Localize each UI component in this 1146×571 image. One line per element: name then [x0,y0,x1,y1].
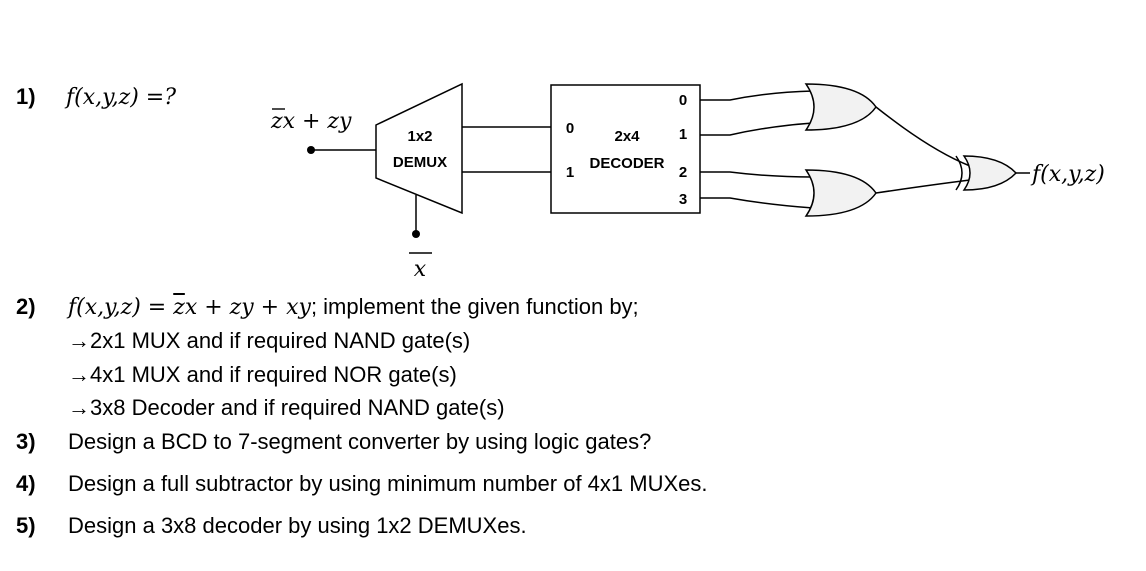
input-expression-label: zx + zy [270,109,352,134]
question-4-number: 4) [16,471,36,496]
question-2-formula-z: z [173,295,185,320]
input-expression-rest: x + zy [283,109,352,134]
decoder-out-2-wire [700,171,814,178]
question-5-number: 5) [16,513,36,538]
arrow-icon: → [68,328,90,353]
decoder-label-2: DECODER [589,155,664,172]
demux-label-1: 1x2 [407,128,432,145]
sub-item-3-text: 3x8 Decoder and if required NAND gate(s) [90,395,505,420]
input-expression-z: z [270,109,283,134]
output-label: f(x,y,z) [1030,162,1105,187]
xor-gate-back-curve [955,155,963,191]
select-label: x [414,257,427,282]
arrow-icon: → [68,395,90,420]
question-4-text: Design a full subtractor by using minimu… [68,471,708,496]
arrow-icon: → [68,362,90,387]
decoder-output-1: 1 [679,126,687,143]
select-node [412,230,420,238]
sub-item-2: →4x1 MUX and if required NOR gate(s) [68,362,457,388]
decoder-output-3: 3 [679,191,687,208]
sub-item-3: →3x8 Decoder and if required NAND gate(s… [68,395,505,421]
question-3-number: 3) [16,429,36,454]
question-2-text: f(x,y,z) = zx + zy + xy; implement the g… [68,294,639,320]
question-2-formula-lhs: f(x,y,z) = [68,295,174,320]
or-1-out-wire [875,106,971,167]
decoder-input-0: 0 [566,120,574,137]
question-2-number: 2) [16,294,36,319]
or-gate-2 [804,169,877,217]
decoder-out-1-wire [700,122,814,136]
decoder-output-0: 0 [679,92,687,109]
question-3-text: Design a BCD to 7-segment converter by u… [68,429,652,454]
sub-item-2-text: 4x1 MUX and if required NOR gate(s) [90,362,457,387]
circuit-diagram: 1) f(x,y,z) =? zx + zy 1x2 DEMUX x 2x4 D… [16,82,1105,282]
decoder-label-1: 2x4 [614,128,640,145]
or-2-out-wire [875,179,971,194]
sub-item-1-text: 2x1 MUX and if required NAND gate(s) [90,328,471,353]
decoder-input-1: 1 [566,164,574,181]
decoder-out-3-wire [700,197,814,209]
or-gate-1 [804,83,877,131]
question-2-instruction: ; implement the given function by; [310,294,639,319]
decoder-out-0-wire [700,90,814,101]
question-1-formula: f(x,y,z) =? [64,85,176,110]
sub-item-1: →2x1 MUX and if required NAND gate(s) [68,328,470,354]
xor-gate [962,155,1018,191]
question-1-number: 1) [16,84,36,109]
question-5-text: Design a 3x8 decoder by using 1x2 DEMUXe… [68,513,527,538]
demux-block [375,82,463,215]
demux-label-2: DEMUX [393,154,447,171]
decoder-block [550,84,701,214]
decoder-output-2: 2 [679,164,687,181]
question-2-formula-rest: x + zy + xy [184,295,311,320]
